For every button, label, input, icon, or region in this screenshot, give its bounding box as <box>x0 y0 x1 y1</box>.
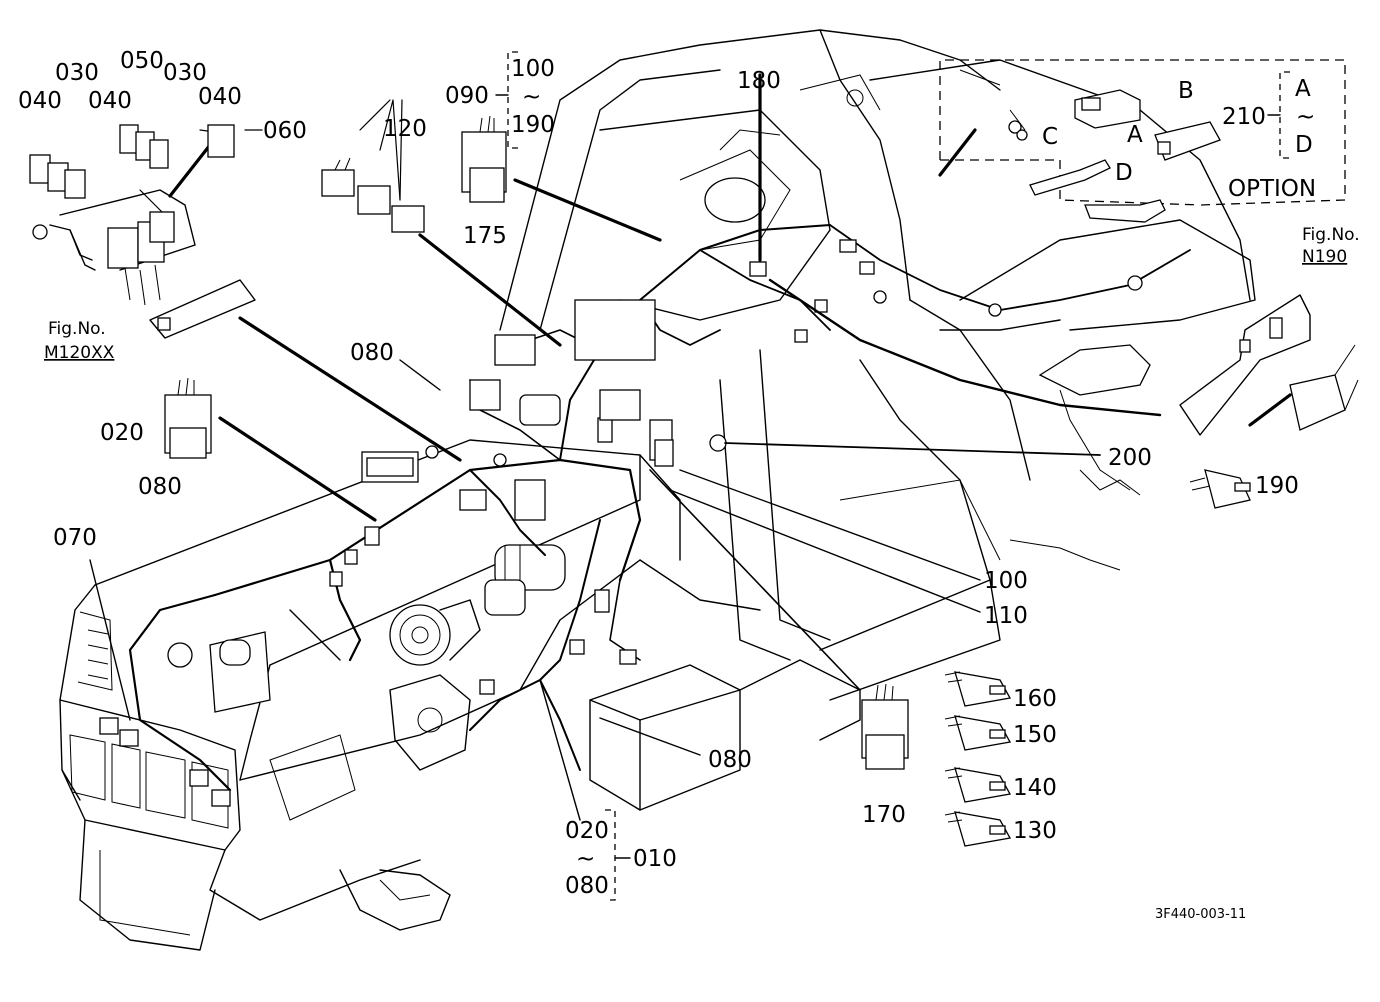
callout-080-top: 080 <box>350 340 394 366</box>
callout-010: 010 <box>633 846 677 872</box>
callout-020: 020 <box>100 420 144 446</box>
relay-bracket-assembly <box>32 189 256 339</box>
fuses-group <box>944 671 1012 847</box>
callout-210: 210 <box>1222 104 1266 130</box>
callout-100-top: 100 <box>511 56 555 82</box>
tractor-body-illustration <box>59 29 1256 951</box>
starter-motor-illustration <box>484 544 566 616</box>
callout-020-bottom: 020 <box>565 818 609 844</box>
callout-190: 190 <box>1255 473 1299 499</box>
callout-130: 130 <box>1013 818 1057 844</box>
callout-090: 090 <box>445 83 489 109</box>
option-range-d: D <box>1295 132 1313 158</box>
relay-connectors-120 <box>321 157 425 233</box>
fender-lever-illustration <box>1038 344 1151 491</box>
callout-tilde-top: ~ <box>522 84 541 110</box>
alternator-illustration <box>389 599 481 666</box>
callout-080-bottom-range: 080 <box>565 873 609 899</box>
callout-180: 180 <box>737 68 781 94</box>
option-box <box>939 59 1346 223</box>
callout-labels: 040 030 040 050 030 040 060 120 090 100 … <box>18 48 1360 922</box>
connector-170 <box>861 683 909 770</box>
callout-100: 100 <box>984 568 1028 594</box>
dashboard-illustration <box>599 74 881 321</box>
fig-n190-panel <box>1179 294 1359 436</box>
option-label: OPTION <box>1228 176 1316 202</box>
callout-080-mid: 080 <box>138 474 182 500</box>
relay-parts-group <box>29 124 235 199</box>
callout-040-mid: 040 <box>88 88 132 114</box>
callout-150: 150 <box>1013 722 1057 748</box>
callout-070: 070 <box>53 525 97 551</box>
range-braces <box>495 51 1290 901</box>
callout-040-right: 040 <box>198 84 242 110</box>
fig-ref-n190-label: Fig.No. <box>1302 225 1360 245</box>
callout-tilde-bottom: ~ <box>576 846 595 872</box>
option-part-a: A <box>1127 122 1143 148</box>
callout-190-top: 190 <box>511 112 555 138</box>
wiring-harness <box>99 224 1191 807</box>
callout-040-left: 040 <box>18 88 62 114</box>
option-part-b: B <box>1178 78 1194 104</box>
fig-ref-m120-number: M120XX <box>44 343 115 363</box>
option-range-tilde: ~ <box>1296 104 1315 130</box>
option-part-c: C <box>1042 124 1058 150</box>
front-axle-illustration <box>339 869 451 931</box>
callout-140: 140 <box>1013 775 1057 801</box>
connector-175 <box>461 115 507 203</box>
callout-030-right: 030 <box>163 60 207 86</box>
callout-060: 060 <box>263 118 307 144</box>
callout-200: 200 <box>1108 445 1152 471</box>
callout-170: 170 <box>862 802 906 828</box>
engine-block-illustration <box>389 674 471 771</box>
callout-110: 110 <box>984 603 1028 629</box>
fig-ref-n190-number: N190 <box>1302 247 1347 267</box>
callout-080-bottom: 080 <box>708 747 752 773</box>
callout-160: 160 <box>1013 686 1057 712</box>
connector-020 <box>164 377 212 459</box>
headlight-illustration <box>167 631 271 713</box>
callout-050: 050 <box>120 48 164 74</box>
callout-030-left: 030 <box>55 60 99 86</box>
option-range-a: A <box>1295 76 1311 102</box>
fig-ref-m120-label: Fig.No. <box>48 319 106 339</box>
leader-lines <box>89 73 1292 821</box>
callout-175: 175 <box>463 223 507 249</box>
drawing-number: 3F440-003-11 <box>1155 907 1246 922</box>
option-part-d: D <box>1115 160 1133 186</box>
callout-120: 120 <box>383 116 427 142</box>
fuse-190 <box>1189 469 1251 509</box>
